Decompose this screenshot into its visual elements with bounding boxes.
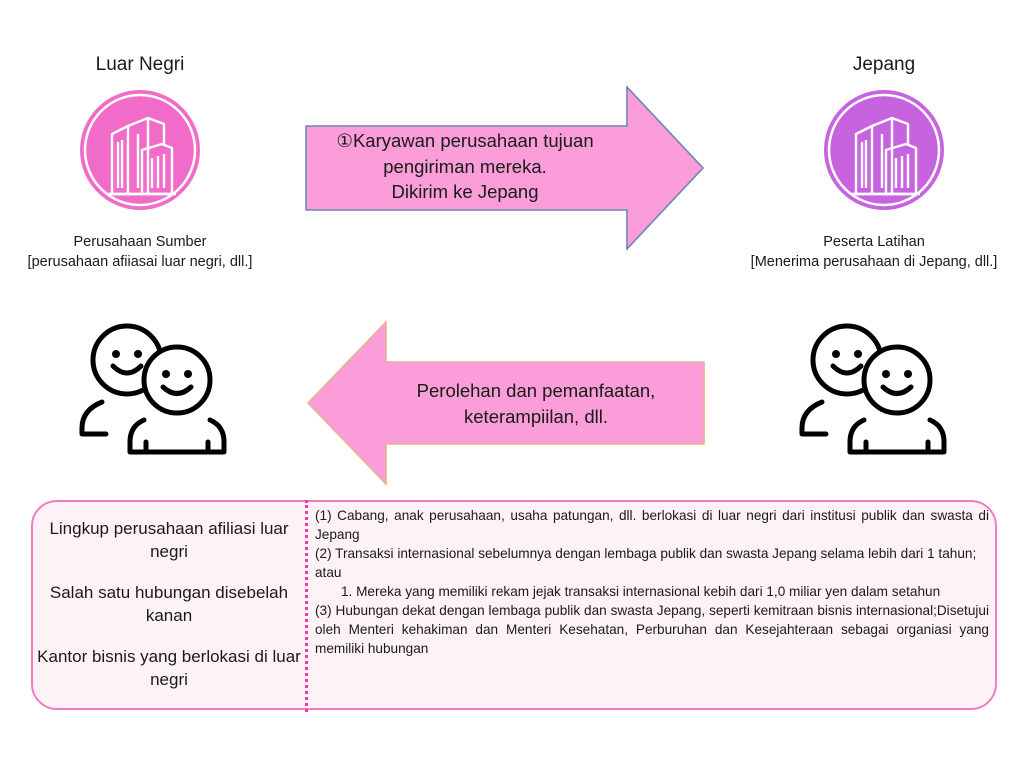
panel-divider [305, 500, 308, 712]
right-caption-line2: [Menerima perusahaan di Jepang, dll.] [750, 254, 998, 271]
people-icon [792, 318, 952, 458]
right-side-title: Jepang [852, 54, 916, 75]
scope-item-relation: Salah satu hubungan disebelah kanan [49, 583, 289, 625]
scope-item-affiliate: Lingkup perusahaan afiliasi luar negri [49, 519, 289, 562]
building-icon [78, 88, 202, 212]
bottom-arrow-line1: Perolehan dan pemanfaatan, [416, 380, 656, 401]
criteria-or: atau [315, 565, 342, 581]
left-side-caption: Perusahaan Sumber [perusahaan afiiasai l… [0, 232, 280, 273]
left-caption-line2: [perusahaan afiiasai luar negri, dll.] [27, 254, 253, 271]
right-side-caption: Peserta Latihan [Menerima perusahaan di … [724, 232, 1024, 273]
panel-left-column: Lingkup perusahaan afiliasi luar negri S… [34, 500, 304, 710]
left-caption-line1: Perusahaan Sumber [73, 234, 207, 250]
right-caption-line1: Peserta Latihan [823, 234, 925, 250]
criteria-item-2: (2) Transaksi internasional sebelumnya d… [315, 546, 977, 562]
top-arrow-line3: Dikirim ke Jepang [391, 181, 539, 203]
building-icon [822, 88, 946, 212]
criteria-item-1: (1) Cabang, anak perusahaan, usaha patun… [315, 508, 989, 543]
criteria-subitem-1: 1. Mereka yang memiliki rekam jejak tran… [341, 584, 941, 600]
bottom-arrow-text: Perolehan dan pemanfaatan, keterampiilan… [366, 378, 706, 429]
info-panel [31, 500, 997, 710]
arrow-left-shape: Perolehan dan pemanfaatan, keterampiilan… [306, 320, 706, 486]
top-arrow-line1: ①Karyawan perusahaan tujuan [336, 130, 594, 151]
top-arrow-line2: pengiriman mereka. [383, 155, 547, 177]
top-arrow-text: ①Karyawan perusahaan tujuan pengiriman m… [305, 128, 625, 205]
panel-right-column: (1) Cabang, anak perusahaan, usaha patun… [315, 506, 989, 658]
scope-item-office: Kantor bisnis yang berlokasi di luar neg… [37, 647, 301, 689]
arrow-right-shape: ①Karyawan perusahaan tujuan pengiriman m… [305, 86, 705, 250]
left-side-title: Luar Negri [95, 54, 185, 75]
people-icon [72, 318, 232, 458]
bottom-arrow-line2: keterampiilan, dll. [464, 405, 608, 427]
criteria-item-3: (3) Hubungan dekat dengan lembaga publik… [315, 603, 989, 657]
